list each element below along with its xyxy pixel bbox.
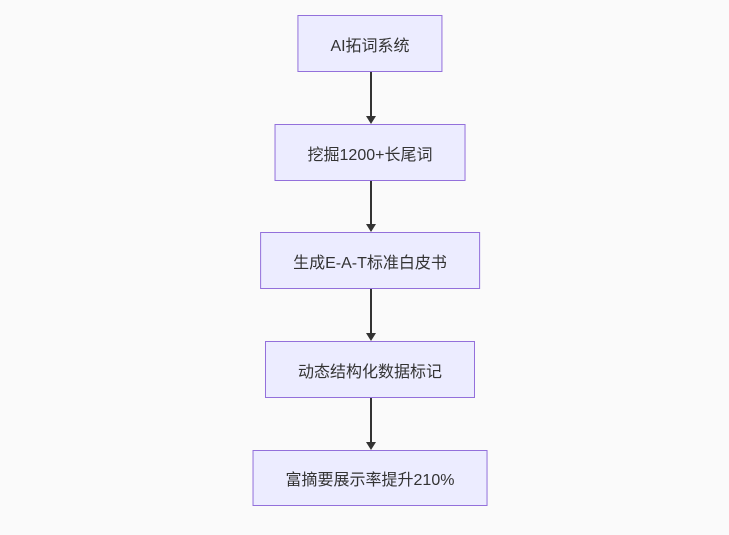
flowchart-node: 富摘要展示率提升210%	[252, 450, 488, 506]
edge-connector	[370, 398, 372, 442]
edge-connector	[370, 72, 372, 116]
node-label: 挖掘1200+长尾词	[307, 146, 433, 164]
node-label: 动态结构化数据标记	[297, 363, 443, 381]
edge-connector	[370, 289, 372, 333]
flowchart-node: 动态结构化数据标记	[264, 341, 476, 398]
flowchart-node: 挖掘1200+长尾词	[274, 124, 466, 181]
edge-connector	[370, 181, 372, 224]
arrowhead-icon	[366, 442, 376, 450]
node-label: 富摘要展示率提升210%	[285, 472, 455, 489]
node-label: 生成E-A-T标准白皮书	[293, 254, 447, 272]
arrowhead-icon	[366, 224, 376, 232]
arrowhead-icon	[366, 116, 376, 124]
flowchart-node: AI拓词系统	[297, 15, 443, 72]
flowchart-node: 生成E-A-T标准白皮书	[260, 232, 480, 289]
node-label: AI拓词系统	[330, 37, 410, 55]
arrowhead-icon	[366, 333, 376, 341]
